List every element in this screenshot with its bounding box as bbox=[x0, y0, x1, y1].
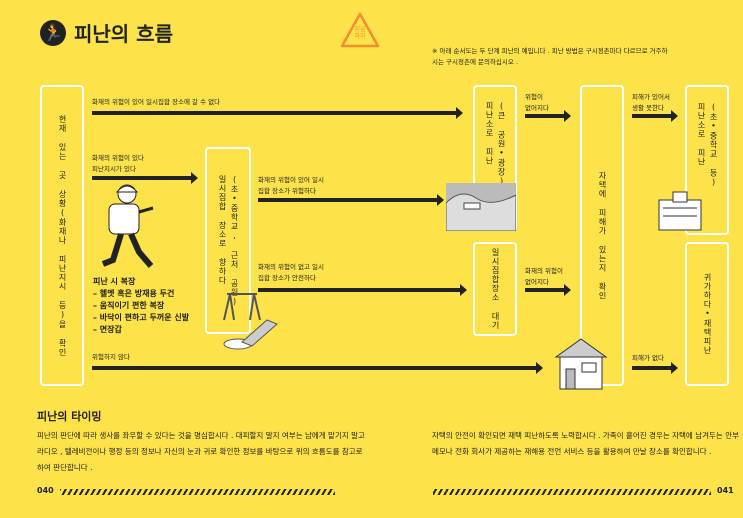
gear-item: – 면장갑 bbox=[93, 325, 122, 334]
running-person-icon: 🏃 bbox=[40, 19, 66, 46]
house-illustration bbox=[554, 338, 608, 390]
arrow-label: 화재의 위험이 있다 피난지시가 있다 bbox=[92, 154, 144, 173]
box-text: 귀가하다•재택피난 bbox=[703, 273, 712, 355]
box-text: 자택에 피해가 있는지 확인 bbox=[598, 171, 607, 300]
stripe-divider bbox=[60, 489, 335, 495]
arrow-label: 위험이 없어지다 bbox=[525, 93, 549, 112]
box-wait: 일시집합장소 대기 bbox=[473, 242, 517, 336]
stripe-divider bbox=[433, 489, 711, 495]
box-current: 현재 있는 곳 상황(화재나 피난지시 등)을 확인 bbox=[40, 85, 84, 386]
arrow bbox=[258, 194, 444, 206]
box-text: (초•중학교, 근처 공원) bbox=[230, 174, 239, 307]
gear-title: 피난 시 복장 bbox=[93, 277, 136, 286]
arrow bbox=[525, 284, 571, 296]
box-school: (초•중학교 등)피난소로 피난 bbox=[685, 85, 729, 235]
page-number-right: 041 bbox=[717, 486, 734, 495]
note: ※ 아래 순서도는 두 단계 피난의 예입니다 . 피난 방법은 구시정촌마다 … bbox=[432, 47, 668, 66]
arrow bbox=[92, 362, 543, 374]
arrow-label: 피해가 있어서 생활 못한다 bbox=[632, 93, 670, 112]
title-text: 피난의 흐름 bbox=[74, 22, 173, 46]
page-number-left: 040 bbox=[37, 486, 54, 495]
playground-illustration bbox=[223, 293, 278, 350]
timing-paragraph-left: 피난의 판단에 따라 생사를 좌우할 수 있다는 것을 명심합시다 . 대피할지… bbox=[37, 431, 365, 472]
box-text: 피난소로 피난 bbox=[485, 101, 494, 166]
page-title: 🏃 피난의 흐름 bbox=[40, 18, 173, 47]
arrow-label: 위험하지 않다 bbox=[92, 353, 130, 361]
arrow-label: 화재의 위험이 있어 일시집합 장소에 갈 수 없다 bbox=[92, 98, 221, 106]
arrow-label: 화재의 위험이 있어 일시 집합 장소가 위험하다 bbox=[258, 176, 324, 195]
box-text: (초•중학교 등) bbox=[709, 102, 718, 188]
arrow bbox=[258, 284, 467, 296]
box-return: 귀가하다•재택피난 bbox=[685, 242, 729, 386]
arrow bbox=[525, 110, 571, 122]
arrow-label: 화재의 위험이 없어지다 bbox=[525, 267, 563, 286]
arrow-label: 화재의 위험이 없고 일시 집합 장소가 안전하다 bbox=[258, 263, 324, 282]
gear-item: – 움직이기 편한 복장 bbox=[93, 301, 165, 310]
evacuee-illustration bbox=[101, 184, 154, 268]
box-assembly: (초•중학교, 근처 공원)일시집합 장소로 향하다 bbox=[205, 147, 251, 334]
gear-item: – 바닥이 편하고 두꺼운 신발 bbox=[93, 313, 190, 322]
arrow-label: 피해가 없다 bbox=[632, 354, 664, 362]
box-text: (큰 공원•광장) bbox=[497, 101, 506, 187]
timing-paragraph-right: 자택의 안전이 확인되면 재택 피난하도록 노력합시다 . 가족이 흩어진 경우… bbox=[432, 431, 739, 456]
box-text: 현재 있는 곳 상황(화재나 피난지시 등)을 확인 bbox=[58, 114, 67, 357]
arrow bbox=[92, 172, 198, 184]
arrow bbox=[92, 107, 463, 119]
box-text: 피난소로 피난 bbox=[697, 102, 706, 167]
evacuation-gear: 피난 시 복장 – 헬멧 혹은 방재용 두건 – 움직이기 편한 복장 – 바닥… bbox=[93, 276, 189, 336]
park-illustration bbox=[446, 183, 516, 231]
arrow bbox=[632, 110, 678, 122]
section-title: 피난의 타이밍 bbox=[37, 410, 102, 423]
warning-badge: 지금 하자 bbox=[340, 12, 380, 48]
badge-text: 지금 하자 bbox=[354, 26, 366, 40]
school-illustration bbox=[658, 191, 702, 231]
arrow bbox=[632, 362, 678, 374]
box-text: 일시집합장소 대기 bbox=[491, 248, 500, 330]
gear-item: – 헬멧 혹은 방재용 두건 bbox=[93, 289, 175, 298]
box-text: 일시집합 장소로 향하다 bbox=[218, 174, 227, 285]
